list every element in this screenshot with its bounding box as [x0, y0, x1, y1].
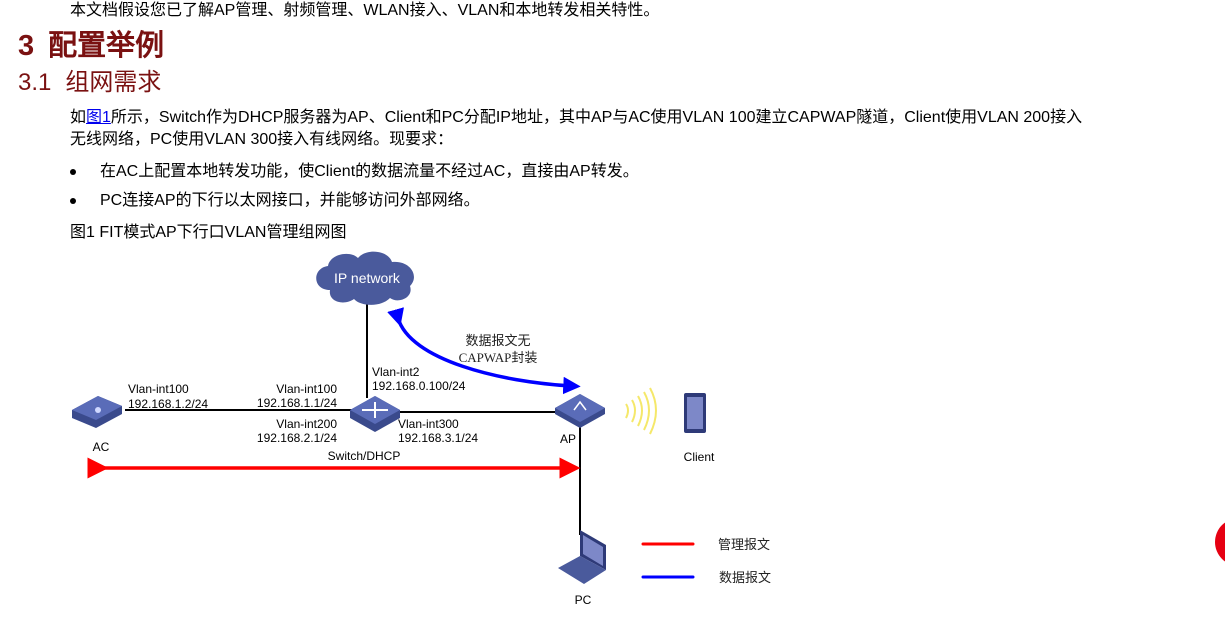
figure-link[interactable]: 图1 [86, 109, 111, 126]
paragraph-line-2: 无线网络，PC使用VLAN 300接入有线网络。现要求： [70, 131, 454, 148]
floating-action-button[interactable] [1215, 518, 1225, 566]
intro-line: 本文档假设您已了解AP管理、射频管理、WLAN接入、VLAN和本地转发相关特性。 [70, 2, 660, 19]
bullet-icon [70, 168, 76, 175]
paragraph-line-1: 如图1所示，Switch作为DHCP服务器为AP、Client和PC分配IP地址… [70, 109, 1083, 126]
svg-text:192.168.3.1/24: 192.168.3.1/24 [398, 431, 478, 445]
data-flow-arrow [387, 307, 581, 395]
svg-text:IP network: IP network [334, 270, 401, 286]
svg-text:192.168.2.1/24: 192.168.2.1/24 [257, 431, 337, 445]
ap-icon [555, 394, 605, 428]
svg-text:Vlan-int100: Vlan-int100 [128, 382, 189, 396]
pc-laptop-icon [558, 530, 606, 584]
svg-text:192.168.0.100/24: 192.168.0.100/24 [372, 379, 466, 393]
bullet-item: PC连接AP的下行以太网接口，并能够访问外部网络。 [70, 186, 480, 210]
svg-text:Vlan-int300: Vlan-int300 [398, 417, 459, 431]
svg-text:Vlan-int200: Vlan-int200 [276, 417, 337, 431]
svg-text:CAPWAP封装: CAPWAP封装 [459, 350, 538, 365]
bullet-icon [70, 197, 76, 204]
svg-text:Vlan-int2: Vlan-int2 [372, 365, 420, 379]
legend-data-label: 数据报文 [719, 570, 771, 585]
figure-caption: 图1 FIT模式AP下行口VLAN管理组网图 [70, 224, 347, 241]
ac-label: AC [93, 440, 110, 454]
client-tablet-icon [684, 393, 706, 433]
legend-management-label: 管理报文 [718, 537, 770, 552]
bullet-item: 在AC上配置本地转发功能，使Client的数据流量不经过AC，直接由AP转发。 [70, 157, 639, 181]
svg-text:192.168.1.2/24: 192.168.1.2/24 [128, 397, 208, 411]
pc-label: PC [575, 593, 592, 607]
svg-text:数据报文无: 数据报文无 [465, 333, 530, 348]
wireless-signal-icon [625, 387, 657, 435]
ap-label: AP [560, 432, 576, 446]
ac-icon [72, 396, 122, 428]
svg-text:Vlan-int100: Vlan-int100 [276, 382, 337, 396]
svg-text:192.168.1.1/24: 192.168.1.1/24 [257, 396, 337, 410]
switch-label: Switch/DHCP [328, 449, 401, 463]
switch-icon [350, 396, 400, 432]
cloud-icon: IP network [316, 251, 414, 305]
client-label: Client [684, 450, 715, 464]
